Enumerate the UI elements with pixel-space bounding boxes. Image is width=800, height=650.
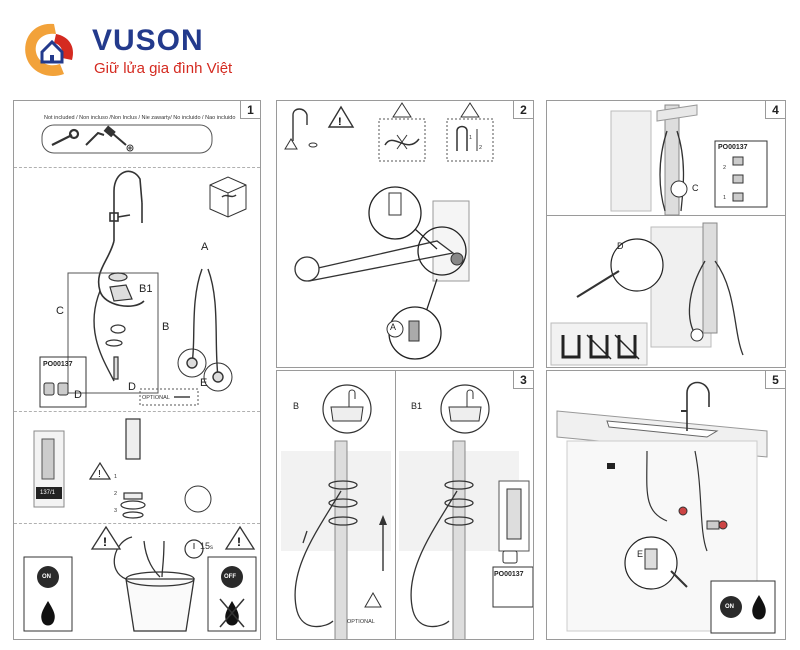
warning-icon bbox=[88, 461, 112, 480]
label-a: A bbox=[201, 241, 209, 253]
cartridge-drawing bbox=[120, 418, 146, 519]
warning-icon bbox=[364, 591, 382, 608]
hoses-drawing bbox=[186, 268, 224, 383]
step-number: 1 bbox=[240, 101, 260, 119]
off-label: OFF bbox=[224, 574, 236, 580]
step-1: 1 bbox=[114, 474, 118, 480]
warning-icon bbox=[90, 525, 122, 550]
part-code: PO00137 bbox=[43, 361, 73, 368]
panel-step-2: 2 ! A 1 2 bbox=[276, 100, 534, 368]
panel1-illustration: ! ! ! bbox=[23, 124, 257, 632]
label-b1: B1 bbox=[139, 283, 153, 295]
step-3: 3 bbox=[114, 508, 118, 514]
panel-step-1: 1 Not included / Non incluso /Non Inclus… bbox=[13, 100, 261, 640]
allen-key-icon bbox=[85, 131, 105, 146]
wrench-icon bbox=[51, 128, 80, 146]
wait-time: 15s bbox=[200, 541, 214, 551]
part-code: PO00137 bbox=[494, 571, 524, 578]
label-e: E bbox=[637, 549, 644, 559]
on-label: ON bbox=[725, 604, 734, 610]
panel-step-3: 3 bbox=[276, 370, 534, 640]
panel3-illustration bbox=[281, 384, 533, 639]
label-d: D bbox=[74, 389, 82, 401]
label-b: B bbox=[293, 401, 300, 411]
package-icon bbox=[209, 176, 247, 218]
step-1: 1 bbox=[469, 135, 473, 141]
on-label: ON bbox=[42, 574, 51, 580]
label-d: D bbox=[617, 241, 624, 251]
bucket-drawing bbox=[113, 536, 195, 632]
step-number: 3 bbox=[513, 371, 533, 389]
panel4-illustration bbox=[550, 104, 768, 366]
hose-size: 137/1 bbox=[40, 490, 56, 496]
step-2: 2 bbox=[479, 145, 483, 151]
warning-icon bbox=[460, 102, 480, 118]
step-number: 5 bbox=[765, 371, 785, 389]
label-b: B bbox=[162, 321, 170, 333]
step-number: 4 bbox=[765, 101, 785, 119]
step-1: 1 bbox=[723, 195, 727, 201]
svg-text:!: ! bbox=[338, 116, 342, 128]
brand-name: VUSON bbox=[92, 24, 204, 57]
warning-icon bbox=[224, 525, 256, 550]
panel-step-4: 4 PO00137 2 1 C D bbox=[546, 100, 786, 368]
screwdriver-icon bbox=[103, 125, 134, 152]
panel5-illustration bbox=[556, 381, 776, 634]
panel2-illustration: ! bbox=[284, 102, 494, 360]
step-2: 2 bbox=[114, 491, 118, 497]
svg-text:!: ! bbox=[237, 535, 241, 549]
optional-label: OPTIONAL bbox=[347, 619, 375, 625]
label-b1: B1 bbox=[411, 401, 423, 411]
step-2: 2 bbox=[723, 165, 727, 171]
step-number: 2 bbox=[513, 101, 533, 119]
label-e: E bbox=[200, 377, 208, 389]
panel-step-5: 5 E ON bbox=[546, 370, 786, 640]
svg-text:!: ! bbox=[103, 535, 107, 549]
label-c: C bbox=[56, 305, 64, 317]
brand-tagline: Giữ lửa gia đình Việt bbox=[94, 60, 233, 77]
not-included-note: Not included / Non incluso /Non Inclus /… bbox=[44, 115, 236, 121]
svg-text:!: ! bbox=[98, 469, 101, 480]
label-d-part: D bbox=[128, 381, 136, 393]
thumbs-up-icon bbox=[502, 550, 518, 564]
clock-icon bbox=[184, 539, 204, 559]
warning-icon bbox=[392, 102, 412, 118]
brand-header: VUSON Giữ lửa gia đình Việt bbox=[16, 18, 266, 84]
vuson-logo-icon bbox=[25, 23, 74, 76]
optional-label: OPTIONAL bbox=[142, 395, 170, 401]
label-c: C bbox=[692, 183, 699, 193]
label-a: A bbox=[390, 322, 397, 332]
part-code: PO00137 bbox=[718, 144, 748, 151]
parts-group bbox=[105, 272, 133, 380]
warning-icon bbox=[327, 105, 355, 128]
